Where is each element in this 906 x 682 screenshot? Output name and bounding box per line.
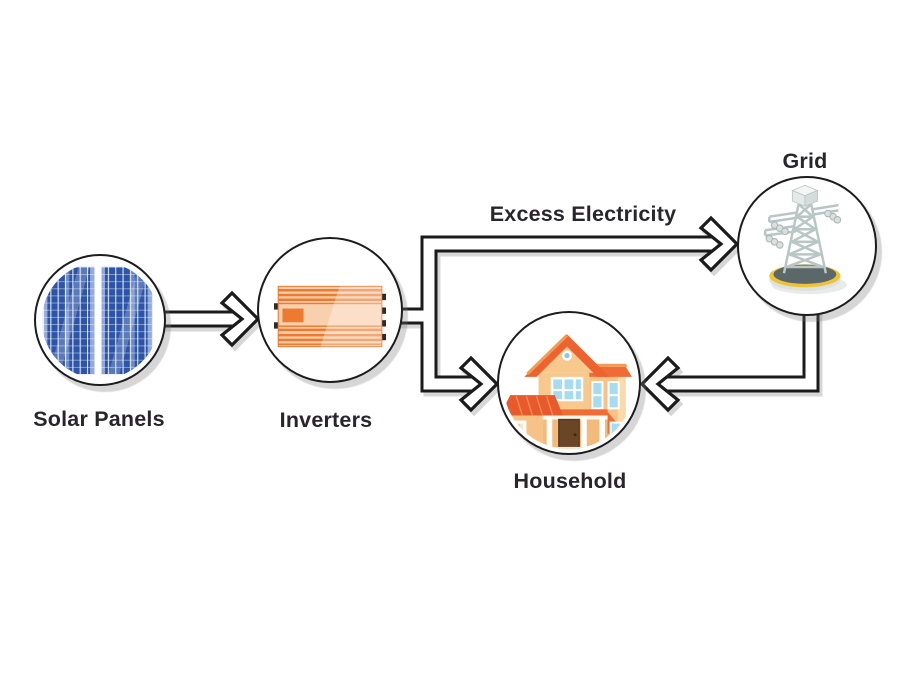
arrowhead-into-grid (698, 215, 740, 273)
label-grid: Grid (782, 149, 828, 173)
arrowhead-into-inverters (219, 290, 261, 348)
transmission-tower-icon (763, 184, 847, 295)
arrowhead-into-household-left (458, 355, 500, 413)
label-inverters: Inverters (279, 408, 373, 432)
label-excess-electricity: Excess Electricity (489, 202, 677, 226)
label-household: Household (513, 469, 627, 493)
house-icon (503, 334, 632, 449)
solar-panel-icon (42, 266, 152, 374)
node-inverters (257, 237, 403, 383)
pipe-grid-to-household (666, 306, 820, 393)
arrowhead-into-household-right (639, 355, 681, 413)
inverter-icon (274, 285, 386, 348)
node-household (497, 311, 641, 455)
node-grid (737, 176, 877, 316)
label-solar-panels: Solar Panels (33, 407, 165, 431)
node-solar-panels (34, 254, 166, 386)
